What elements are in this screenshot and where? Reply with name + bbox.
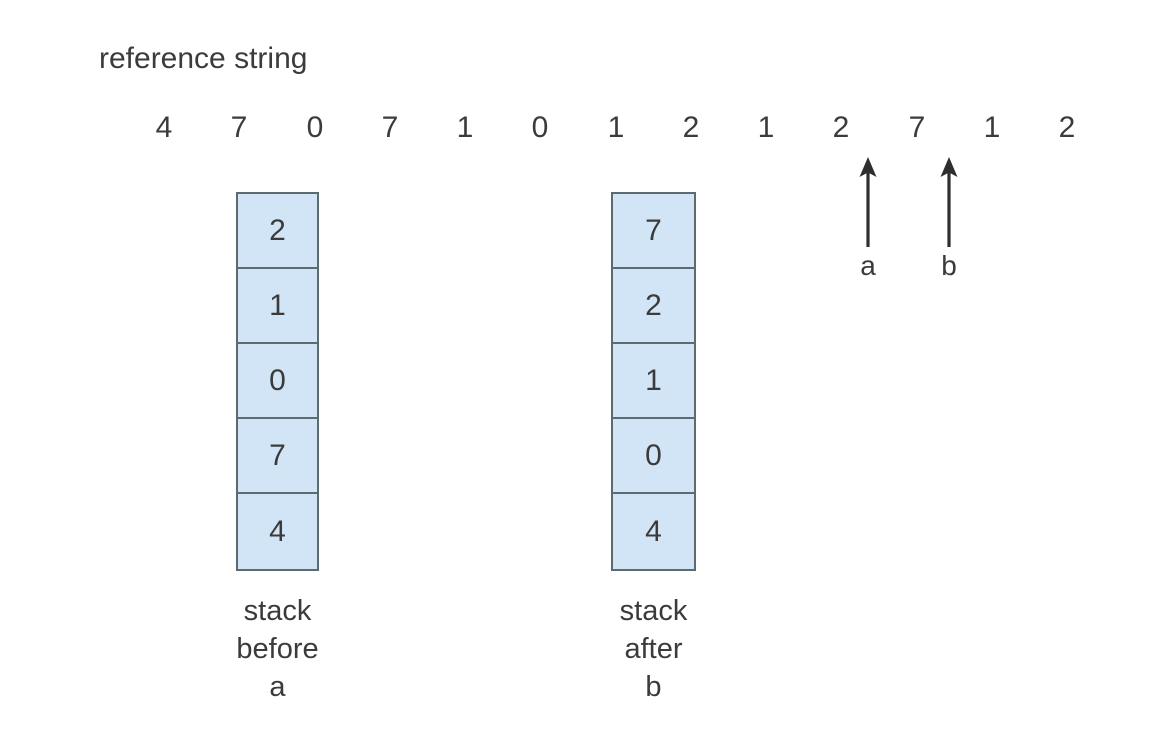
caption-line: before [236,633,319,665]
reference-string-digit: 7 [381,111,399,144]
caption-line: b [645,671,662,703]
stack-frame-cell: 7 [613,194,694,269]
stack-frame-cell: 2 [238,194,317,269]
arrow-up-icon [855,155,881,247]
stack-frame-cell: 7 [238,419,317,494]
reference-string-digit: 7 [230,111,248,144]
reference-string-digit: 1 [757,111,775,144]
reference-string-digit: 1 [456,111,474,144]
reference-string-digit: 7 [908,111,926,144]
reference-string-digit: 2 [832,111,850,144]
stack-frame-cell: 1 [238,269,317,344]
reference-string-digit: 1 [607,111,625,144]
caption-line: stack [619,595,688,627]
stack-frame-cell: 0 [613,419,694,494]
stack-after-b-caption: stack after b [554,592,754,706]
caption-line: a [269,671,286,703]
arrow-up-icon [936,155,962,247]
reference-string-digit: 2 [1058,111,1076,144]
stack-frame-cell: 0 [238,344,317,419]
stack-frame-cell: 4 [613,494,694,569]
stack-frame-cell: 2 [613,269,694,344]
pointer-label-b: b [941,250,957,281]
stack-frame-cell: 1 [613,344,694,419]
stack-before-a-caption: stack before a [178,592,378,706]
reference-string-digit: 0 [531,111,549,144]
page-title: reference string [99,42,308,75]
reference-string-digit: 1 [983,111,1001,144]
reference-string-digit: 4 [155,111,173,144]
pointer-label-a: a [860,250,876,281]
caption-line: after [624,633,683,665]
caption-line: stack [243,595,312,627]
stack-frame-cell: 4 [238,494,317,569]
reference-string-digit: 2 [682,111,700,144]
reference-string-digit: 0 [306,111,324,144]
